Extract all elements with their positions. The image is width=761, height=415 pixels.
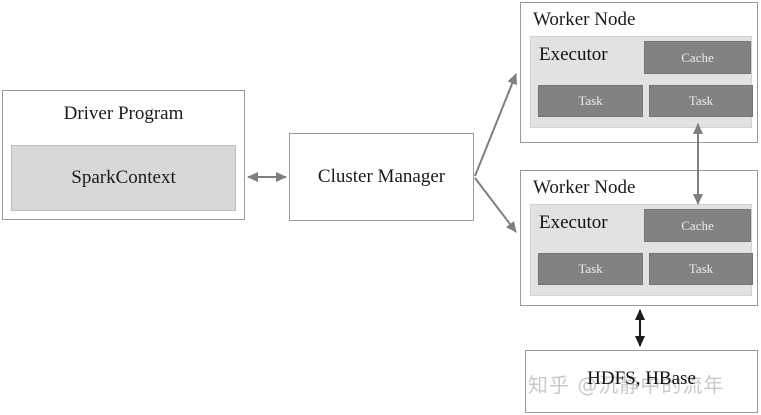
arrow-clustermanager-worker2 <box>474 177 517 233</box>
worker-node-1-executor-box: Executor Cache Task Task <box>530 36 753 128</box>
spark-context-box: SparkContext <box>11 145 236 211</box>
worker-node-1-box: Worker Node Executor Cache Task Task <box>520 2 758 143</box>
worker-node-2-task-2-box: Task <box>649 253 753 285</box>
worker-node-1-task-2-label: Task <box>688 93 714 108</box>
driver-program-box: Driver Program SparkContext <box>2 90 245 220</box>
worker-node-2-box: Worker Node Executor Cache Task Task <box>520 170 758 306</box>
worker-node-2-cache-box: Cache <box>644 209 751 242</box>
worker-node-1-cache-label: Cache <box>681 49 714 65</box>
zhihu-watermark: 知乎 @沉静中的流年 <box>528 373 725 397</box>
worker-node-2-executor-box: Executor Cache Task Task <box>530 204 753 296</box>
driver-program-title: Driver Program <box>63 103 184 124</box>
worker-node-2-title: Worker Node <box>533 177 636 198</box>
worker-node-2-task-1-label: Task <box>578 261 603 276</box>
spark-context-label: SparkContext <box>71 167 176 188</box>
worker-node-1-title: Worker Node <box>533 9 636 30</box>
storage-box: HDFS, HBase <box>525 350 758 413</box>
worker-node-1-executor-label: Executor <box>539 44 608 65</box>
cluster-manager-box: Cluster Manager <box>289 133 474 221</box>
arrow-clustermanager-worker1 <box>474 73 517 177</box>
worker-node-2-cache-label: Cache <box>681 217 714 233</box>
storage-label: HDFS, HBase <box>587 368 696 389</box>
worker-node-2-executor-label: Executor <box>539 212 608 233</box>
worker-node-1-cache-box: Cache <box>644 41 751 74</box>
worker-node-1-task-1-box: Task <box>538 85 643 117</box>
worker-node-2-task-1-box: Task <box>538 253 643 285</box>
worker-node-2-task-2-label: Task <box>688 261 714 276</box>
worker-node-1-task-1-label: Task <box>578 93 603 108</box>
worker-node-1-task-2-box: Task <box>649 85 753 117</box>
cluster-manager-label: Cluster Manager <box>317 166 446 187</box>
